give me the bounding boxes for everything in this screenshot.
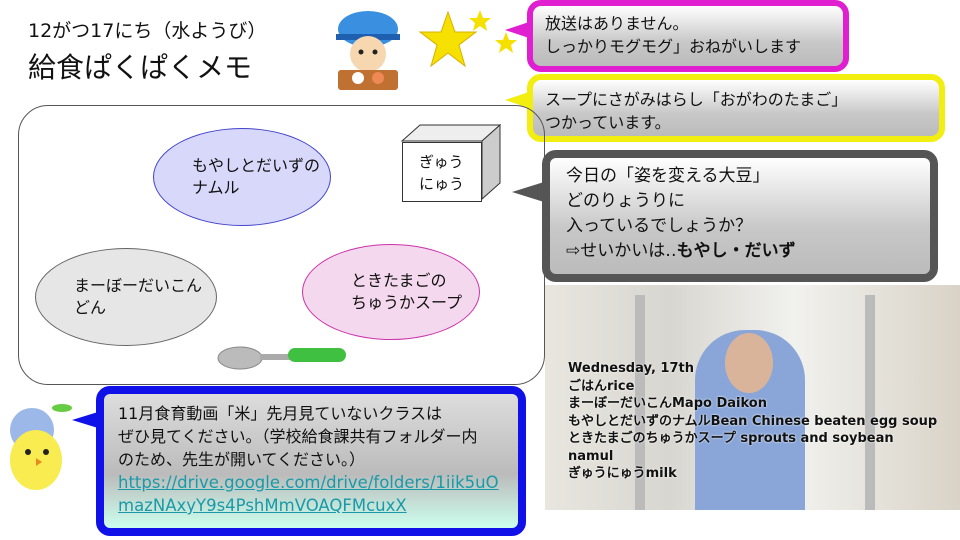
bubble-tail (72, 412, 98, 428)
bubble-text: 放送はありません。 (545, 14, 689, 33)
page-title: 給食ぱくぱくメモ (28, 51, 253, 84)
bubble-text: スープにさがみはらし「おがわのたまご」 (545, 90, 848, 109)
menu-item-namul: もやしとだいずのナムル (153, 128, 331, 226)
bird-mascot-icon (10, 404, 72, 490)
stars-icon (418, 10, 517, 68)
quiz-answer: もやし・だいず (676, 241, 796, 261)
answer-prefix: ⇨せいかいは‥ (566, 241, 677, 261)
video-notice-bubble: 11月食育動画「米」先月見ていないクラスは ぜひ見てください。（学校給食課共有フ… (96, 386, 526, 536)
milk-cube-icon (400, 123, 502, 201)
notice-text: 11月食育動画「米」先月見ていないクラスは (118, 404, 443, 423)
drive-folder-link[interactable]: https://drive.google.com/drive/folders/1… (118, 473, 499, 515)
notice-text: のため、先生が開いてください。） (118, 450, 366, 469)
bubble-tail (505, 22, 529, 38)
bubble-text: つかっています。 (545, 113, 671, 132)
quiz-text: 今日の「姿を変える大豆」 (566, 166, 770, 186)
video-frame[interactable] (545, 285, 960, 510)
bubble-tail (512, 182, 544, 202)
bubble-text: しっかりモグモグ」おねがいします (545, 37, 802, 56)
menu-item-soup: ときたまごのちゅうかスープ (302, 244, 480, 340)
quiz-bubble: 今日の「姿を変える大豆」 どのりょうりに 入っているでしょうか？ ⇨せいかいは‥… (542, 150, 938, 282)
date-heading: 12がつ17にち（水ようび） (28, 20, 267, 42)
egg-info-bubble: スープにさがみはらし「おがわのたまご」 つかっています。 (527, 74, 945, 142)
menu-item-mapo: まーぼーだいこんどん (35, 248, 217, 346)
quiz-text: どのりょうりに (566, 191, 685, 211)
menu-item-milk: ぎゅうにゅう (402, 142, 482, 202)
menu-frame (18, 105, 545, 385)
notice-text: ぜひ見てください。（学校給食課共有フォルダー内 (118, 427, 478, 446)
mascot-icon (336, 11, 400, 90)
spoon-icon (217, 346, 346, 370)
quiz-text: 入っているでしょうか？ (566, 216, 753, 236)
no-broadcast-bubble: 放送はありません。 しっかりモグモグ」おねがいします (527, 0, 849, 72)
bubble-tail (505, 92, 529, 108)
